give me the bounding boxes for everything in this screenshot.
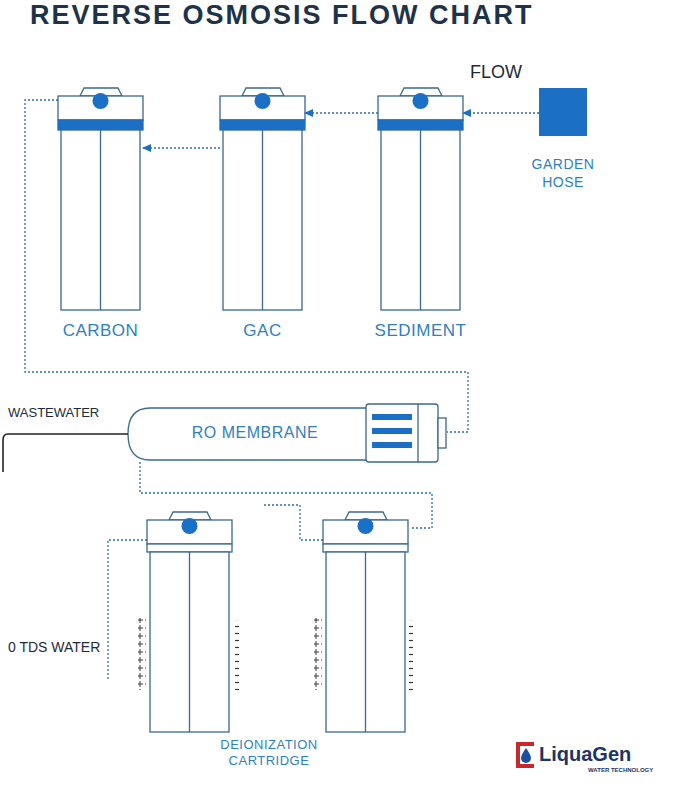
filter-housing: [58, 88, 143, 310]
filter-stage: SEDIMENT: [378, 88, 463, 343]
di-cartridge: DEIONIZATION CARTRIDGE: [147, 512, 410, 782]
flow-connector: [463, 112, 539, 113]
stage-label: RO MEMBRANE: [192, 423, 318, 443]
outlet-label: WASTEWATER: [8, 405, 99, 420]
hose-square: [539, 88, 587, 136]
membrane-housing: [128, 404, 446, 462]
ro-membrane: RO MEMBRANE: [128, 404, 447, 462]
hose-inlet: GARDEN HOSE: [539, 88, 587, 200]
water-line: [108, 540, 147, 680]
filter-housing: [378, 88, 463, 310]
flow-label: FLOW: [470, 62, 522, 83]
brand-tagline: WATER TECHNOLOGY: [588, 767, 653, 773]
charge-marks: [233, 620, 239, 690]
charge-marks: [409, 620, 415, 690]
stage-label: GAC: [243, 320, 281, 341]
flow-connector: [143, 147, 220, 148]
chart-title: REVERSE OSMOSIS FLOW CHART: [30, 0, 534, 31]
charge-marks: [314, 618, 322, 690]
filter-stage: GAC: [220, 88, 305, 343]
filter-housing: [220, 88, 305, 310]
brand-logo: LiquaGen: [539, 743, 631, 766]
flow-connector: [140, 462, 432, 528]
di-housing: [323, 512, 408, 732]
charge-marks: [138, 618, 146, 690]
stage-label: SEDIMENT: [375, 320, 467, 341]
flow-connector: [25, 100, 468, 432]
flow-connector: [305, 112, 378, 113]
di-housing: [147, 512, 232, 732]
outlet-label: 0 TDS WATER: [8, 639, 100, 655]
stage-label: GARDEN HOSE: [526, 156, 600, 191]
water-line: [262, 505, 323, 540]
waste-pipe: [3, 434, 128, 472]
filter-stage: CARBON: [58, 88, 143, 343]
logo-icon: [518, 744, 534, 766]
stage-label: CARBON: [63, 320, 139, 341]
stage-label: DEIONIZATION CARTRIDGE: [204, 737, 334, 770]
